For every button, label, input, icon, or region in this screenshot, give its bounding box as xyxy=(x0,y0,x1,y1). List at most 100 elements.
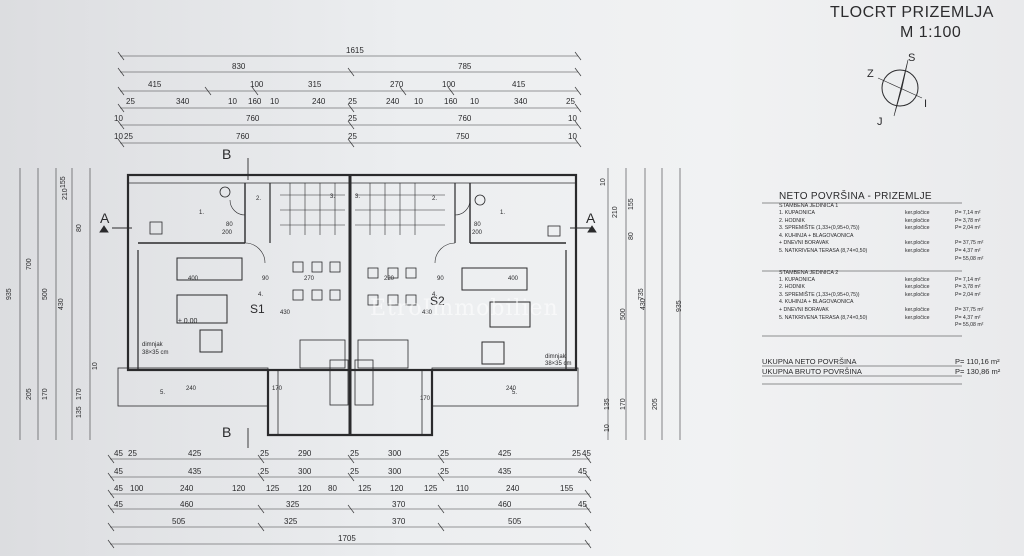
dimension-bottom-label: 120 xyxy=(232,484,246,493)
area-row-value: P= 37,75 m² xyxy=(955,240,984,247)
unit-total: P= 55,08 m² xyxy=(955,322,984,329)
plan-tag: 400 xyxy=(508,276,519,282)
dimension-bottom-label: 45 xyxy=(114,449,123,458)
dimension-bottom-label: 80 xyxy=(328,484,337,493)
dimension-bottom-label: 125 xyxy=(358,484,372,493)
plan-tag: 240 xyxy=(186,386,197,392)
dimension-top-label: 415 xyxy=(512,80,526,89)
section-lines xyxy=(99,158,597,448)
plan-tag: 90 xyxy=(262,276,269,282)
dimension-bottom-label: 45 xyxy=(114,500,123,509)
room-number: 3. xyxy=(355,194,361,200)
area-row-value: P= 3,78 m² xyxy=(955,217,981,224)
room-number: 1. xyxy=(500,210,506,216)
plan-tag: 170 xyxy=(420,396,431,402)
dimension-top-label: 25 xyxy=(348,132,357,141)
dimension-top-label: 340 xyxy=(176,97,190,106)
dimension-top-label: 25 xyxy=(566,97,575,106)
section-mark-label: B xyxy=(222,146,232,162)
dimension-bottom-label: 240 xyxy=(180,484,194,493)
area-row-value: P= 4,37 m² xyxy=(955,314,981,321)
watermark: EtroImmobilien xyxy=(370,296,559,321)
area-row-value: P= 7,14 m² xyxy=(955,210,981,216)
dimension-bottom-label: 45 xyxy=(114,467,123,476)
plan-tag: 80 xyxy=(226,222,233,228)
room-number: 2. xyxy=(256,196,262,202)
dimension-bottom-label: 45 xyxy=(578,467,587,476)
dimension-bottom-label: 240 xyxy=(506,484,520,493)
dimension-bottom-label: 45 xyxy=(578,500,587,509)
dimension-top-label: 760 xyxy=(236,132,250,141)
section-mark-label: A xyxy=(586,210,596,226)
dimension-top-label: 25 xyxy=(348,114,357,123)
dimension-bottom-label: 125 xyxy=(266,484,280,493)
area-row-label: 2. HODNIK xyxy=(779,217,805,224)
dimension-bottom-label: 25 xyxy=(260,449,269,458)
room-number: 2. xyxy=(432,196,438,202)
section-mark-label: B xyxy=(222,424,232,440)
plan-tag: 38×35 cm xyxy=(545,361,572,367)
room-number: 4. xyxy=(432,292,438,298)
dimension-bottom-label: 155 xyxy=(560,484,574,493)
plan-tag: 80 xyxy=(474,222,481,228)
dimension-left-label: 430 xyxy=(58,298,65,310)
area-row-label: 1. KUPAONICA xyxy=(779,276,815,283)
area-row-finish: ker.pločice xyxy=(905,314,930,321)
summary-value: P= 130,86 m² xyxy=(955,367,1001,376)
dimension-left-label: 155 xyxy=(60,176,67,188)
dimension-top-label: 10 xyxy=(568,114,577,123)
area-row-finish: ker.pločice xyxy=(905,240,930,247)
area-table-heading: NETO POVRŠINA - PRIZEMLJE xyxy=(779,191,932,202)
area-row-finish: ker.pločice xyxy=(905,291,930,298)
dimension-top-label: 10 xyxy=(270,97,279,106)
dimension-top-label: 10 xyxy=(568,132,577,141)
compass-symbol xyxy=(877,59,923,117)
dimension-bottom-label: 300 xyxy=(388,449,402,458)
dimension-top-label: 830 xyxy=(232,62,246,71)
dimension-top-label: 270 xyxy=(390,80,404,89)
area-row-label: + DNEVNI BORAVAK xyxy=(779,240,829,247)
dimension-left-label: 170 xyxy=(76,388,83,400)
summary-value: P= 110,16 m² xyxy=(955,357,1000,366)
dimension-bottom-label: 25 xyxy=(440,449,449,458)
plan-tag: 170 xyxy=(272,386,283,392)
dimension-right-label: 155 xyxy=(628,198,635,210)
unit-2-label: S2 xyxy=(430,294,445,308)
plan-tag: 240 xyxy=(506,386,517,392)
dimension-top-label: 25 xyxy=(348,97,357,106)
dimension-top-label: 10 xyxy=(114,114,123,123)
dimension-bottom-label: 25 xyxy=(440,467,449,476)
unit-name: STAMBENA JEDINICA 2 xyxy=(779,269,839,276)
dimension-bottom-label: 45 xyxy=(582,449,591,458)
dimension-top-label: 25 xyxy=(124,132,133,141)
area-row-label: 4. KUHINJA + BLAGOVAONICA xyxy=(779,232,854,239)
area-row-value: P= 2,04 m² xyxy=(955,291,981,298)
room-number: 3. xyxy=(330,194,336,200)
dimension-top-label: 760 xyxy=(246,114,260,123)
dimension-top-label: 415 xyxy=(148,80,162,89)
dimension-top-label: 315 xyxy=(308,80,322,89)
area-row-value: P= 4,37 m² xyxy=(955,248,981,254)
plan-tag: 400 xyxy=(188,276,199,282)
dimension-top-label: 750 xyxy=(456,132,470,141)
dimension-bottom-label: 505 xyxy=(172,517,186,526)
dimension-right-label: 10 xyxy=(604,424,611,432)
room-number: 5. xyxy=(512,390,518,396)
dimension-top-label: 340 xyxy=(514,97,528,106)
dimension-bottom-label: 460 xyxy=(498,500,512,509)
area-row-finish: ker.pločice xyxy=(905,276,930,283)
dimension-bottom-label: 25 xyxy=(350,467,359,476)
dimension-top-label: 10 xyxy=(414,97,423,106)
dimension-bottom-label: 300 xyxy=(388,467,402,476)
dimension-right-label: 80 xyxy=(628,232,635,240)
unit-name: STAMBENA JEDINICA 1 xyxy=(779,203,839,209)
dimension-bottom-label: 120 xyxy=(390,484,404,493)
dimension-bottom-label: 25 xyxy=(572,449,581,458)
dimension-left-label: 135 xyxy=(76,406,83,418)
dimension-bottom-label: 425 xyxy=(498,449,512,458)
dimension-top-label: 785 xyxy=(458,62,472,71)
plan-tag: 38×35 cm xyxy=(142,350,169,356)
area-row-value: P= 3,78 m² xyxy=(955,284,981,291)
section-mark-label: A xyxy=(100,210,110,226)
